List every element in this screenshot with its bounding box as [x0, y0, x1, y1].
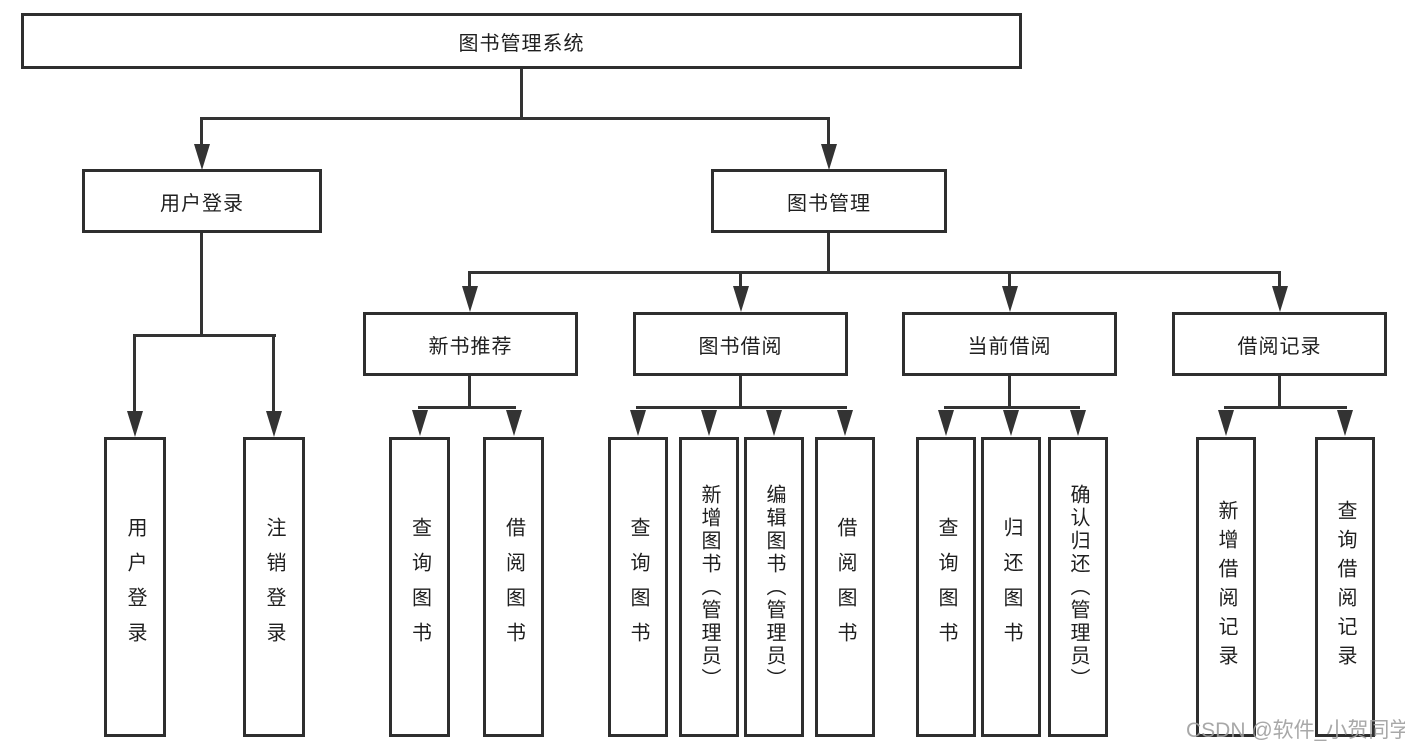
leaf-cb-query-books: 查询图书 — [916, 437, 976, 737]
connector-line — [1008, 271, 1011, 287]
connector-line — [418, 406, 516, 409]
node-book-borrow: 图书借阅 — [633, 312, 848, 376]
connector-line — [133, 334, 276, 337]
node-label: 确认归还（管理员） — [1067, 483, 1089, 691]
connector-line — [1278, 376, 1281, 409]
node-label: 查询图书 — [627, 517, 649, 657]
connector-line — [200, 117, 203, 147]
node-label: 用户登录 — [160, 192, 244, 215]
arrowhead-down — [1218, 410, 1234, 436]
node-label: 查询图书 — [408, 517, 431, 657]
arrowhead-down — [266, 411, 282, 437]
leaf-bb-borrow-books: 借阅图书 — [815, 437, 875, 737]
connector-line — [200, 233, 203, 335]
arrowhead-down — [462, 286, 478, 312]
connector-line — [944, 406, 1080, 409]
arrowhead-down — [766, 410, 782, 436]
leaf-cb-return-books: 归还图书 — [981, 437, 1041, 737]
connector-line — [133, 334, 136, 411]
leaf-bb-edit-books-admin: 编辑图书（管理员） — [744, 437, 804, 737]
arrowhead-down — [821, 144, 837, 170]
connector-line — [1278, 271, 1281, 287]
arrowhead-down — [630, 410, 646, 436]
leaf-br-query-record: 查询借阅记录 — [1315, 437, 1375, 737]
node-borrow-records: 借阅记录 — [1172, 312, 1387, 376]
node-current-borrow: 当前借阅 — [902, 312, 1117, 376]
arrowhead-down — [1272, 286, 1288, 312]
node-label: 新书推荐 — [428, 335, 513, 358]
watermark: CSDN @软件_小贺同学 — [1186, 719, 1405, 742]
arrowhead-down — [127, 411, 143, 437]
arrowhead-down — [194, 144, 210, 170]
node-label: 借阅图书 — [834, 517, 856, 657]
leaf-logout: 注销登录 — [243, 437, 305, 737]
connector-line — [827, 117, 830, 147]
connector-line — [636, 406, 847, 409]
connector-line — [468, 376, 471, 409]
connector-line — [272, 334, 275, 411]
node-label: 借阅图书 — [502, 517, 525, 657]
arrowhead-down — [1070, 410, 1086, 436]
node-label: 图书借阅 — [698, 335, 783, 358]
node-label: 新增借阅记录 — [1215, 500, 1237, 674]
leaf-cb-confirm-return-admin: 确认归还（管理员） — [1048, 437, 1108, 737]
leaf-user-login: 用户登录 — [104, 437, 166, 737]
connector-line — [739, 376, 742, 409]
connector-line — [1224, 406, 1347, 409]
node-label: 借阅记录 — [1237, 335, 1322, 358]
arrowhead-down — [506, 410, 522, 436]
arrowhead-down — [733, 286, 749, 312]
node-label: 编辑图书（管理员） — [763, 483, 785, 691]
arrowhead-down — [1337, 410, 1353, 436]
connector-line — [468, 271, 1281, 274]
arrowhead-down — [837, 410, 853, 436]
node-label: 当前借阅 — [967, 335, 1052, 358]
node-user-login: 用户登录 — [82, 169, 322, 233]
connector-line — [200, 117, 830, 120]
connector-line — [827, 233, 830, 274]
node-label: 归还图书 — [1000, 517, 1022, 657]
node-label: 查询图书 — [935, 517, 957, 657]
leaf-br-add-record: 新增借阅记录 — [1196, 437, 1256, 737]
leaf-bb-add-books-admin: 新增图书（管理员） — [679, 437, 739, 737]
connector-line — [520, 68, 523, 118]
node-new-book-rec: 新书推荐 — [363, 312, 578, 376]
node-label: 图书管理 — [787, 192, 871, 215]
connector-line — [1008, 376, 1011, 409]
leaf-nbr-borrow-books: 借阅图书 — [483, 437, 544, 737]
node-label: 查询借阅记录 — [1334, 500, 1356, 674]
arrowhead-down — [701, 410, 717, 436]
arrowhead-down — [1002, 286, 1018, 312]
leaf-bb-query-books: 查询图书 — [608, 437, 668, 737]
arrowhead-down — [412, 410, 428, 436]
leaf-nbr-query-books: 查询图书 — [389, 437, 450, 737]
arrowhead-down — [1003, 410, 1019, 436]
node-label: 图书管理系统 — [458, 32, 585, 55]
connector-line — [468, 271, 471, 287]
node-label: 注销登录 — [263, 517, 285, 657]
node-label: 新增图书（管理员） — [698, 483, 720, 691]
node-label: 用户登录 — [124, 517, 146, 657]
arrowhead-down — [938, 410, 954, 436]
node-root: 图书管理系统 — [21, 13, 1022, 69]
node-book-mgmt: 图书管理 — [711, 169, 947, 233]
connector-line — [739, 271, 742, 287]
